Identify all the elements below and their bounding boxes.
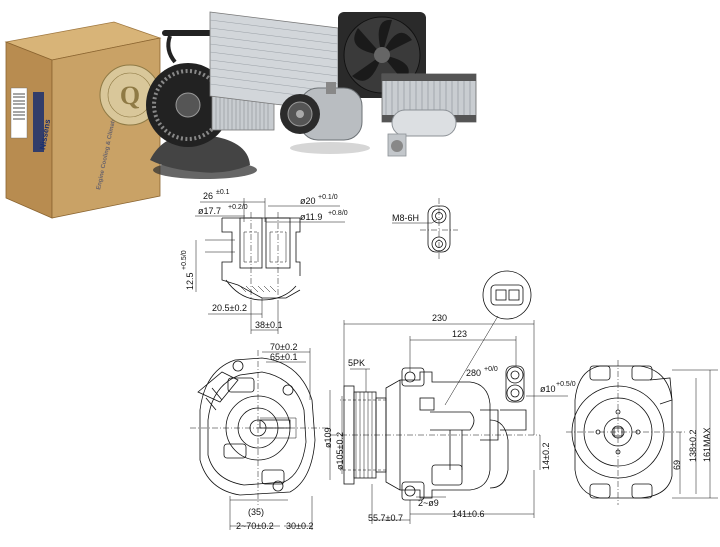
thread-detail-view: M8-6H bbox=[392, 198, 458, 260]
packaging-box-image: Nissens Engine Cooling & Climate Q bbox=[4, 21, 162, 219]
dim-11-9: ø11.9 bbox=[300, 212, 322, 222]
dim-10: ø10 bbox=[540, 384, 556, 394]
dim-17-7-tol: +0.2/0 bbox=[228, 204, 248, 211]
dim-55-7: 55.7±0.7 bbox=[368, 513, 403, 523]
dim-20-5: 20.5±0.2 bbox=[212, 303, 247, 313]
blower-motor-image bbox=[146, 30, 257, 179]
dim-69: 69 bbox=[672, 460, 682, 470]
dim-17-7: ø17.7 bbox=[198, 206, 221, 216]
dim-thread-m8: M8-6H bbox=[392, 213, 419, 223]
dim-105: ø105±0.2 bbox=[335, 432, 345, 470]
dim-26-tol: ±0.1 bbox=[216, 189, 230, 196]
dim-12-5: 12.5 bbox=[185, 272, 195, 290]
dim-11-9-tol: +0.8/0 bbox=[328, 210, 348, 217]
dim-10-tol: +0.5/0 bbox=[556, 381, 576, 388]
front-view: 70±0.2 65±0.1 (35) 2~70±0.2 30±0.2 bbox=[190, 342, 330, 531]
dim-14: 14±0.2 bbox=[541, 443, 551, 470]
seal-letter: Q bbox=[120, 81, 140, 110]
rear-view: 161MAX 138±0.2 69 bbox=[566, 360, 718, 505]
dim-20-tol: +0.1/0 bbox=[318, 194, 338, 201]
dim-109: ø109 bbox=[323, 427, 333, 448]
dim-230: 230 bbox=[432, 313, 447, 323]
dim-5pk: 5PK bbox=[348, 358, 365, 368]
dim-161: 161MAX bbox=[702, 427, 712, 462]
dim-38: 38±0.1 bbox=[255, 320, 282, 330]
dim-26: 26 bbox=[203, 191, 213, 201]
dim-138: 138±0.2 bbox=[688, 430, 698, 462]
dim-2-9: 2~ø9 bbox=[418, 498, 439, 508]
dim-141: 141±0.6 bbox=[452, 509, 484, 519]
dim-35: (35) bbox=[248, 507, 264, 517]
compressor-image bbox=[280, 82, 370, 154]
dim-20: ø20 bbox=[300, 196, 316, 206]
side-view: 230 123 5PK 280 +0/0 ø10 +0.5/0 ø109 ø10… bbox=[323, 313, 576, 524]
dim-2-70: 2~70±0.2 bbox=[236, 521, 274, 531]
receiver-drier-image bbox=[387, 109, 457, 157]
product-photo-collage: Nissens Engine Cooling & Climate Q bbox=[4, 11, 477, 219]
dim-280: 280 bbox=[466, 368, 481, 378]
dim-30: 30±0.2 bbox=[286, 521, 313, 531]
dim-65: 65±0.1 bbox=[270, 352, 297, 362]
connector-detail-view bbox=[444, 270, 532, 406]
port-detail-view: 26 ±0.1 ø17.7 +0.2/0 ø20 +0.1/0 ø11.9 +0… bbox=[181, 189, 348, 334]
dim-123: 123 bbox=[452, 329, 467, 339]
dim-12-5-tol: +0.5/0 bbox=[181, 250, 188, 270]
dim-70: 70±0.2 bbox=[270, 342, 297, 352]
dim-280-tol: +0/0 bbox=[484, 366, 498, 373]
